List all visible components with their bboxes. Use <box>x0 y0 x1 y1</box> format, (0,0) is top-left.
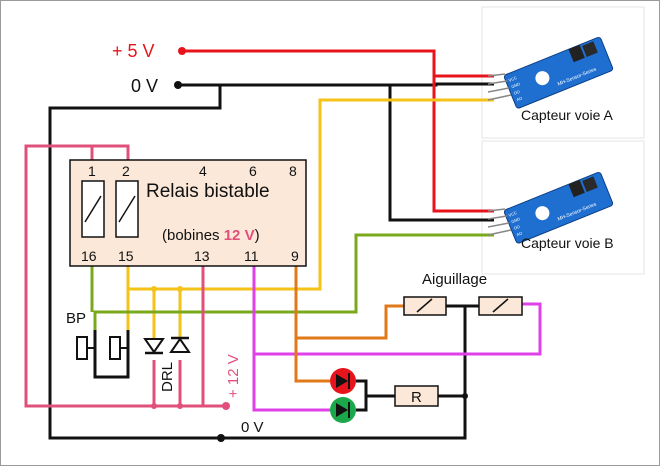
relay: Relais bistable (bobines 12 V) 1 2 4 6 8… <box>69 159 307 267</box>
plus12v-terminal <box>222 402 230 410</box>
plus5v-label: + 5 V <box>112 41 155 61</box>
sensor-a-label: Capteur voie A <box>521 107 613 123</box>
green-wiring <box>90 233 494 330</box>
pin-11: 11 <box>244 248 259 264</box>
pin-4: 4 <box>199 163 207 179</box>
plus5v-terminal <box>178 47 186 55</box>
leds <box>330 368 356 423</box>
sensor-b-label: Capteur voie B <box>521 235 614 251</box>
pin-8: 8 <box>289 163 297 179</box>
svg-text:VCC: VCC <box>508 210 518 218</box>
plus5v-wiring <box>182 49 494 213</box>
coil-icon <box>403 296 447 316</box>
pin-1: 1 <box>88 163 96 179</box>
junctions-red <box>178 47 186 55</box>
junctions-yellow <box>151 286 183 292</box>
svg-text:DO: DO <box>513 224 520 231</box>
relay-coil-spec: (bobines 12 V) <box>162 227 260 244</box>
svg-text:VCC: VCC <box>508 75 518 83</box>
svg-text:AO: AO <box>516 230 523 237</box>
led-network <box>356 304 479 412</box>
plus12v-wiring <box>24 144 224 408</box>
led-icon <box>330 368 356 394</box>
relay-box <box>69 159 307 267</box>
orange-wiring <box>294 265 404 383</box>
yellow-wiring <box>126 98 494 346</box>
resistor-label: R <box>411 389 422 406</box>
coil-icon <box>478 296 523 316</box>
svg-text:AO: AO <box>516 95 523 102</box>
zero-volt-bottom-label: 0 V <box>241 419 264 436</box>
magenta-wiring <box>252 265 542 412</box>
pushbutton-icon <box>76 330 97 360</box>
junctions-black <box>174 81 468 442</box>
junctions-pink <box>151 402 230 410</box>
diode-icon <box>169 336 191 353</box>
drl-label: DRL <box>159 362 176 392</box>
aiguillage-label: Aiguillage <box>422 271 487 288</box>
turnout: Aiguillage <box>403 271 523 316</box>
pin-15: 15 <box>118 248 134 264</box>
led-icon <box>330 397 356 423</box>
relay-title: Relais bistable <box>146 181 270 202</box>
plus12v-label: + 12 V <box>225 354 242 398</box>
pushbutton-icon <box>109 330 130 360</box>
pin-6: 6 <box>249 163 257 179</box>
pin-2: 2 <box>122 163 130 179</box>
zero-volt-bottom-terminal <box>217 434 225 442</box>
svg-text:GND: GND <box>510 81 520 89</box>
diode-icon <box>143 338 165 355</box>
svg-text:DO: DO <box>513 89 520 96</box>
pin-16: 16 <box>81 248 97 264</box>
pin-13: 13 <box>194 248 210 264</box>
zero-volt-top-terminal <box>174 81 182 89</box>
zero-volt-wiring <box>48 82 494 440</box>
svg-text:GND: GND <box>510 216 520 224</box>
pushbuttons: BP <box>66 310 130 360</box>
pin-9: 9 <box>291 248 299 264</box>
bp-label: BP <box>66 310 86 327</box>
diodes: DRL <box>143 336 191 392</box>
ir-sensor-icon: MH-Sensor-Series VCC GND DO AO <box>503 36 614 109</box>
sensor-a: MH-Sensor-Series VCC GND DO AO Capteur v… <box>487 36 614 123</box>
zero-volt-top-label: 0 V <box>131 76 158 96</box>
resistor: R <box>394 385 439 407</box>
